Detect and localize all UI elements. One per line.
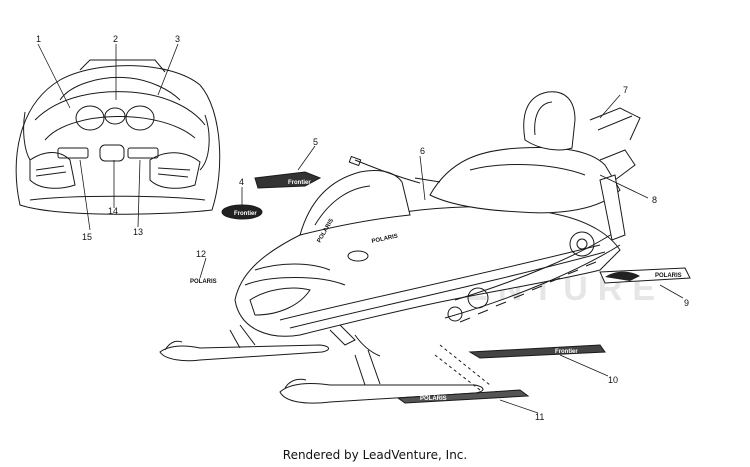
callout-9: 9 — [684, 298, 689, 308]
callout-4: 4 — [239, 177, 244, 187]
callout-3: 3 — [175, 34, 180, 44]
decal-5: Frontier — [254, 171, 322, 189]
callout-7: 7 — [623, 85, 628, 95]
callout-1: 1 — [36, 34, 41, 44]
decal-11-text: POLARIS — [420, 396, 447, 402]
callouts: 1 2 3 4 5 6 7 8 9 10 11 12 13 14 15 — [36, 34, 689, 422]
decal-hood-text: POLARIS — [371, 234, 398, 245]
decal-9-text: POLARIS — [655, 273, 682, 279]
decal-5-text: Frontier — [288, 180, 311, 186]
callout-6: 6 — [420, 146, 425, 156]
callout-10: 10 — [608, 375, 618, 385]
callout-2: 2 — [113, 34, 118, 44]
decal-10-text: Frontier — [555, 349, 578, 355]
decal-hood-logo: POLARIS — [371, 234, 398, 245]
hood-inset — [15, 59, 221, 215]
callout-12: 12 — [196, 249, 206, 259]
callout-11: 11 — [535, 412, 544, 422]
callout-5: 5 — [313, 137, 318, 147]
decal-11: POLARIS — [396, 389, 530, 404]
leader-lines — [37, 43, 684, 414]
decal-12: POLARIS — [190, 279, 217, 285]
callout-14: 14 — [108, 206, 118, 216]
snowmobile-drawing — [159, 91, 641, 404]
decal-4-text: Frontier — [234, 211, 257, 217]
decal-4: Frontier — [221, 204, 263, 220]
callout-13: 13 — [133, 227, 143, 237]
decal-10: Frontier — [468, 344, 606, 359]
decal-9: POLARIS — [599, 267, 691, 284]
decal-12-text: POLARIS — [190, 279, 217, 285]
callout-8: 8 — [652, 195, 657, 205]
callout-15: 15 — [82, 232, 92, 242]
footer-credit: Rendered by LeadVenture, Inc. — [282, 448, 468, 462]
